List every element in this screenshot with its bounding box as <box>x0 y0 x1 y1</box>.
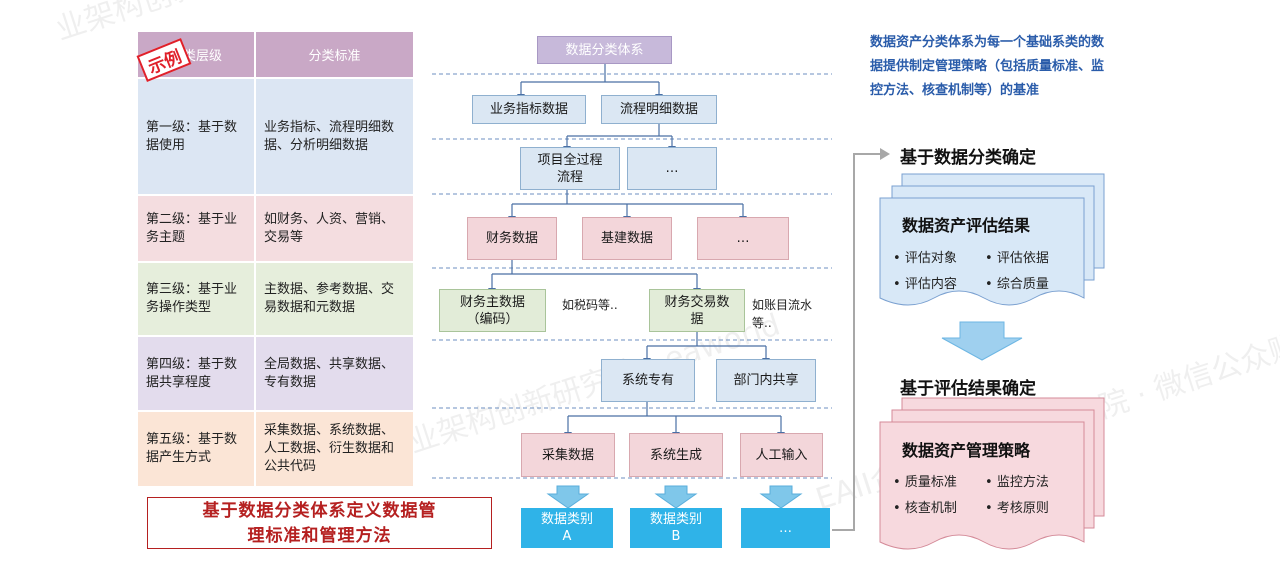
category-ellipsis: … <box>741 508 830 548</box>
node-collected-data: 采集数据 <box>521 433 615 477</box>
node-manual-input: 人工输入 <box>740 433 823 477</box>
card-assessment-item: • 评估对象 <box>893 251 957 266</box>
node-system-generated: 系统生成 <box>629 433 723 477</box>
table-row-level: 第二级：基于业务主题 <box>138 196 254 261</box>
node-infrastructure-data: 基建数据 <box>582 217 672 260</box>
table-row-standard: 全局数据、共享数据、专有数据 <box>256 337 413 410</box>
node-finance-master-data: 财务主数据（编码） <box>439 289 546 332</box>
card-assessment-item: • 综合质量 <box>985 277 1049 292</box>
item-label: 评估依据 <box>996 251 1049 266</box>
note-tax-code: 如税码等.. <box>562 298 618 312</box>
item-label: 监控方法 <box>996 475 1049 490</box>
item-label: 核查机制 <box>904 501 957 516</box>
summary-note-line: 理标准和管理方法 <box>247 526 392 546</box>
node-project-process: 项目全过程流程 <box>520 147 620 190</box>
item-label: 考核原则 <box>996 501 1049 516</box>
node-business-indicator: 业务指标数据 <box>472 95 586 124</box>
category-a: 数据类别A <box>521 508 613 548</box>
node-system-private: 系统专有 <box>601 359 695 402</box>
card-strategy-title: 数据资产管理策略 <box>902 441 1031 460</box>
node-finance-transaction-data: 财务交易数据 <box>649 289 745 332</box>
table-row-standard: 如财务、人资、营销、交易等 <box>256 196 413 261</box>
node-finance-data: 财务数据 <box>467 217 557 260</box>
table-header-standard: 分类标准 <box>256 32 413 77</box>
node-department-shared: 部门内共享 <box>716 359 816 402</box>
node-ellipsis: … <box>627 147 717 190</box>
card-strategy-item: • 质量标准 <box>893 475 957 490</box>
card-strategy-item: • 考核原则 <box>985 501 1049 516</box>
card-assessment-item: • 评估内容 <box>893 277 957 292</box>
category-b: 数据类别B <box>630 508 722 548</box>
node-ellipsis: … <box>697 217 789 260</box>
card-strategy-item: • 核查机制 <box>893 501 957 516</box>
summary-note-line: 基于数据分类体系定义数据管 <box>202 501 437 521</box>
table-row-level: 第三级：基于业务操作类型 <box>138 263 254 335</box>
table-row-level: 第一级：基于数据使用 <box>138 79 254 194</box>
summary-note: 基于数据分类体系定义数据管 理标准和管理方法 <box>147 497 492 549</box>
hierarchy-root: 数据分类体系 <box>537 36 672 64</box>
card-assessment-title: 数据资产评估结果 <box>902 216 1031 235</box>
right-description: 数据资产分类体系为每一个基础系类的数据提供制定管理策略（包括质量标准、监控方法、… <box>870 35 1105 98</box>
heading-by-assessment: 基于评估结果确定 <box>900 379 1036 399</box>
item-label: 评估内容 <box>904 277 957 292</box>
table-row-standard: 采集数据、系统数据、人工数据、衍生数据和公共代码 <box>256 412 413 486</box>
item-label: 质量标准 <box>904 475 957 490</box>
card-strategy-item: • 监控方法 <box>985 475 1049 490</box>
item-label: 评估对象 <box>904 251 957 266</box>
card-assessment-item: • 评估依据 <box>985 251 1049 266</box>
node-process-detail: 流程明细数据 <box>601 95 717 124</box>
table-row-level: 第五级：基于数据产生方式 <box>138 412 254 486</box>
heading-by-classification: 基于数据分类确定 <box>900 148 1036 168</box>
table-row-standard: 业务指标、流程明细数据、分析明细数据 <box>256 79 413 194</box>
table-row-standard: 主数据、参考数据、交易数据和元数据 <box>256 263 413 335</box>
table-row-level: 第四级：基于数据共享程度 <box>138 337 254 410</box>
note-ledger: 如账目流水等.. <box>752 298 813 330</box>
item-label: 综合质量 <box>996 277 1049 292</box>
